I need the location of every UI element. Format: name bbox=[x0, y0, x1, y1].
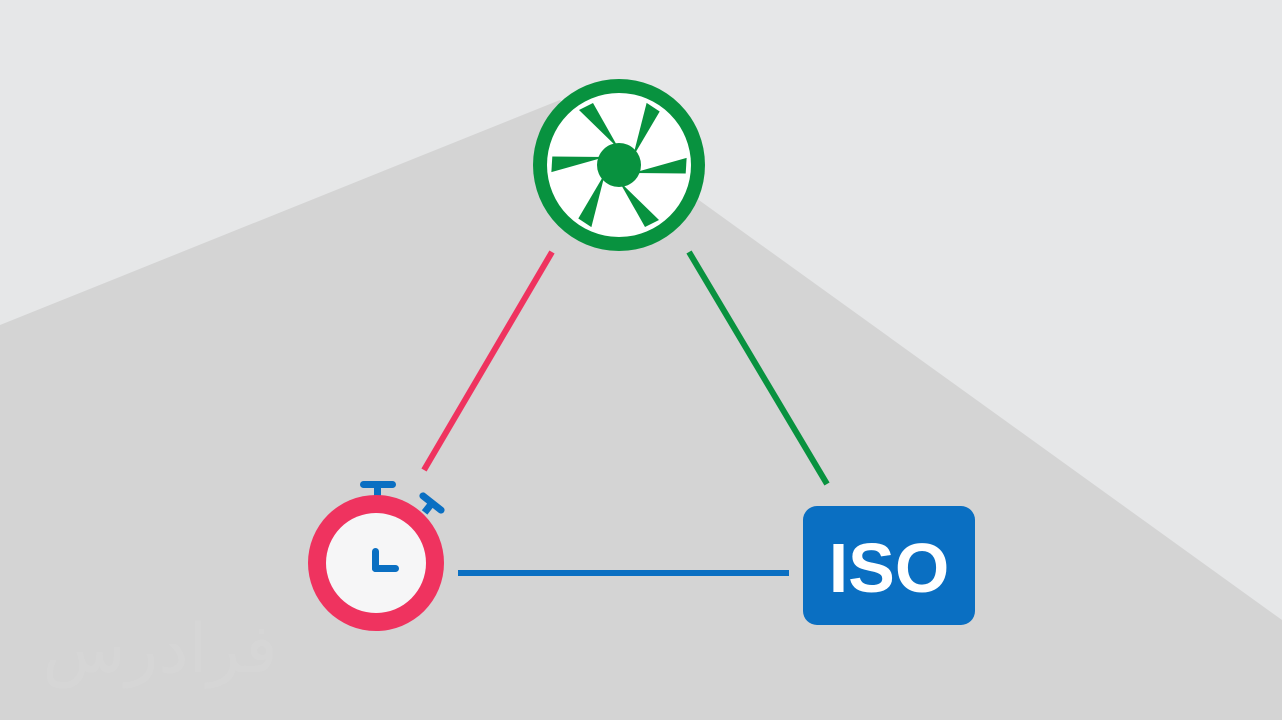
iso-badge bbox=[803, 506, 975, 625]
edge-aperture-iso bbox=[686, 250, 830, 486]
iso-node: ISO bbox=[803, 506, 975, 625]
watermark-logo: فرادرس bbox=[42, 610, 277, 689]
stopwatch-stem bbox=[374, 486, 381, 500]
stopwatch-top-button bbox=[360, 481, 396, 488]
aperture-icon bbox=[551, 102, 687, 228]
aperture-node bbox=[533, 79, 705, 251]
shutter-node bbox=[308, 481, 445, 631]
stopwatch-icon bbox=[372, 548, 399, 572]
stopwatch-side-button bbox=[419, 492, 445, 515]
edge-shutter-aperture bbox=[421, 250, 555, 472]
iso-label: ISO bbox=[829, 529, 950, 607]
